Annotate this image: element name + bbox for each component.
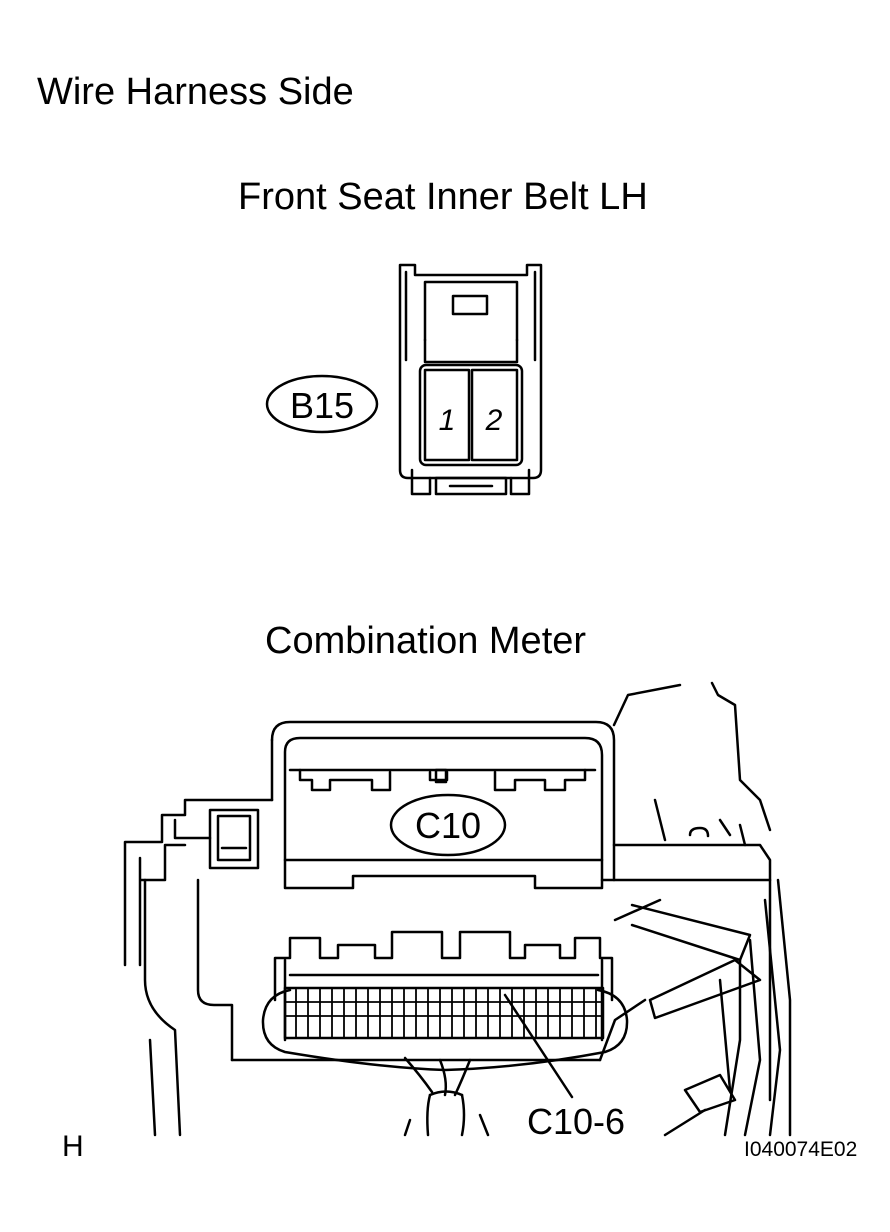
combination-meter-drawing — [123, 681, 792, 1137]
connector-code-c10: C10 — [415, 805, 481, 846]
pin-callout-label: C10-6 — [527, 1101, 625, 1142]
pin-label: 1 — [439, 404, 456, 437]
corner-label: H — [62, 1130, 84, 1163]
b15-connector-drawing — [265, 263, 543, 496]
diagram-heading: Wire Harness Side — [37, 71, 354, 113]
connector-title-front-seat-belt: Front Seat Inner Belt LH — [238, 176, 648, 218]
connector-title-combination-meter: Combination Meter — [265, 620, 587, 662]
pin-label: 2 — [485, 404, 503, 437]
connector-code-b15: B15 — [290, 385, 354, 426]
figure-id: I040074E02 — [744, 1138, 858, 1161]
